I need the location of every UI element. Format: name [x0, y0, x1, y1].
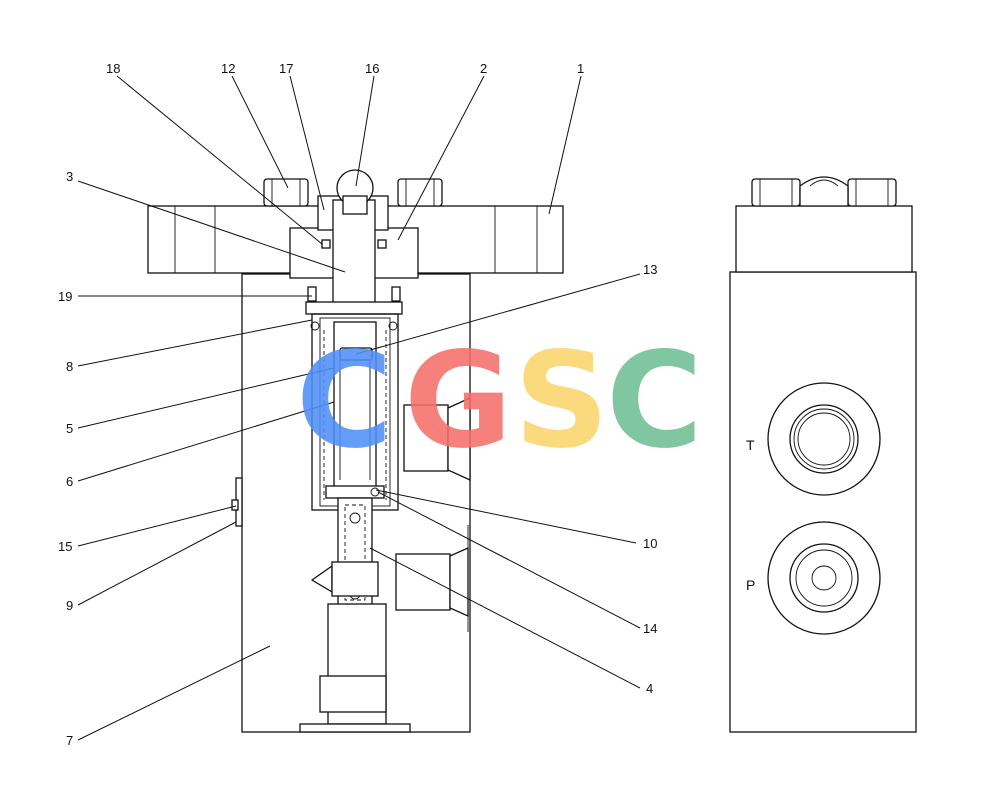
callout-5: 5: [66, 421, 73, 436]
watermark: C G S C: [296, 324, 703, 478]
callout-4: 4: [646, 681, 653, 696]
side-top-block: [735, 205, 913, 273]
retainer-left: [321, 239, 331, 249]
callout-16: 16: [365, 61, 379, 76]
port-p: [767, 521, 881, 635]
callout-17: 17: [279, 61, 293, 76]
callout-13: 13: [643, 262, 657, 277]
port-t: [767, 382, 881, 496]
watermark-letter: G: [404, 324, 512, 478]
watermark-letter: S: [514, 324, 609, 478]
callout-14: 14: [643, 621, 657, 636]
plunger-stem: [332, 199, 376, 309]
callout-7: 7: [66, 733, 73, 748]
watermark-letter: C: [296, 324, 393, 478]
left-nut: [263, 178, 309, 207]
watermark-letter: C: [606, 324, 703, 478]
port-t-label: T: [746, 437, 755, 453]
flange: [305, 301, 403, 315]
callout-9: 9: [66, 598, 73, 613]
retainer-right: [377, 239, 387, 249]
callout-10: 10: [643, 536, 657, 551]
side-view: T P: [729, 176, 917, 733]
lower-port-fitting: [395, 553, 451, 611]
side-body: [729, 271, 917, 733]
callout-12: 12: [221, 61, 235, 76]
callout-2: 2: [480, 61, 487, 76]
knob-neck: [342, 195, 368, 215]
upper-port-fitting: [403, 404, 449, 472]
callout-6: 6: [66, 474, 73, 489]
port-p-label: P: [746, 577, 755, 593]
callout-1: 1: [577, 61, 584, 76]
leader-lines: [77, 75, 641, 741]
callout-18: 18: [106, 61, 120, 76]
callout-3: 3: [66, 169, 73, 184]
right-nut: [397, 178, 443, 207]
callout-8: 8: [66, 359, 73, 374]
callout-19: 19: [58, 289, 72, 304]
callout-15: 15: [58, 539, 72, 554]
callout-labels: 18 12 17 16 2 1 3 13 19 8 5 6 15 9 7 10 …: [58, 61, 657, 748]
